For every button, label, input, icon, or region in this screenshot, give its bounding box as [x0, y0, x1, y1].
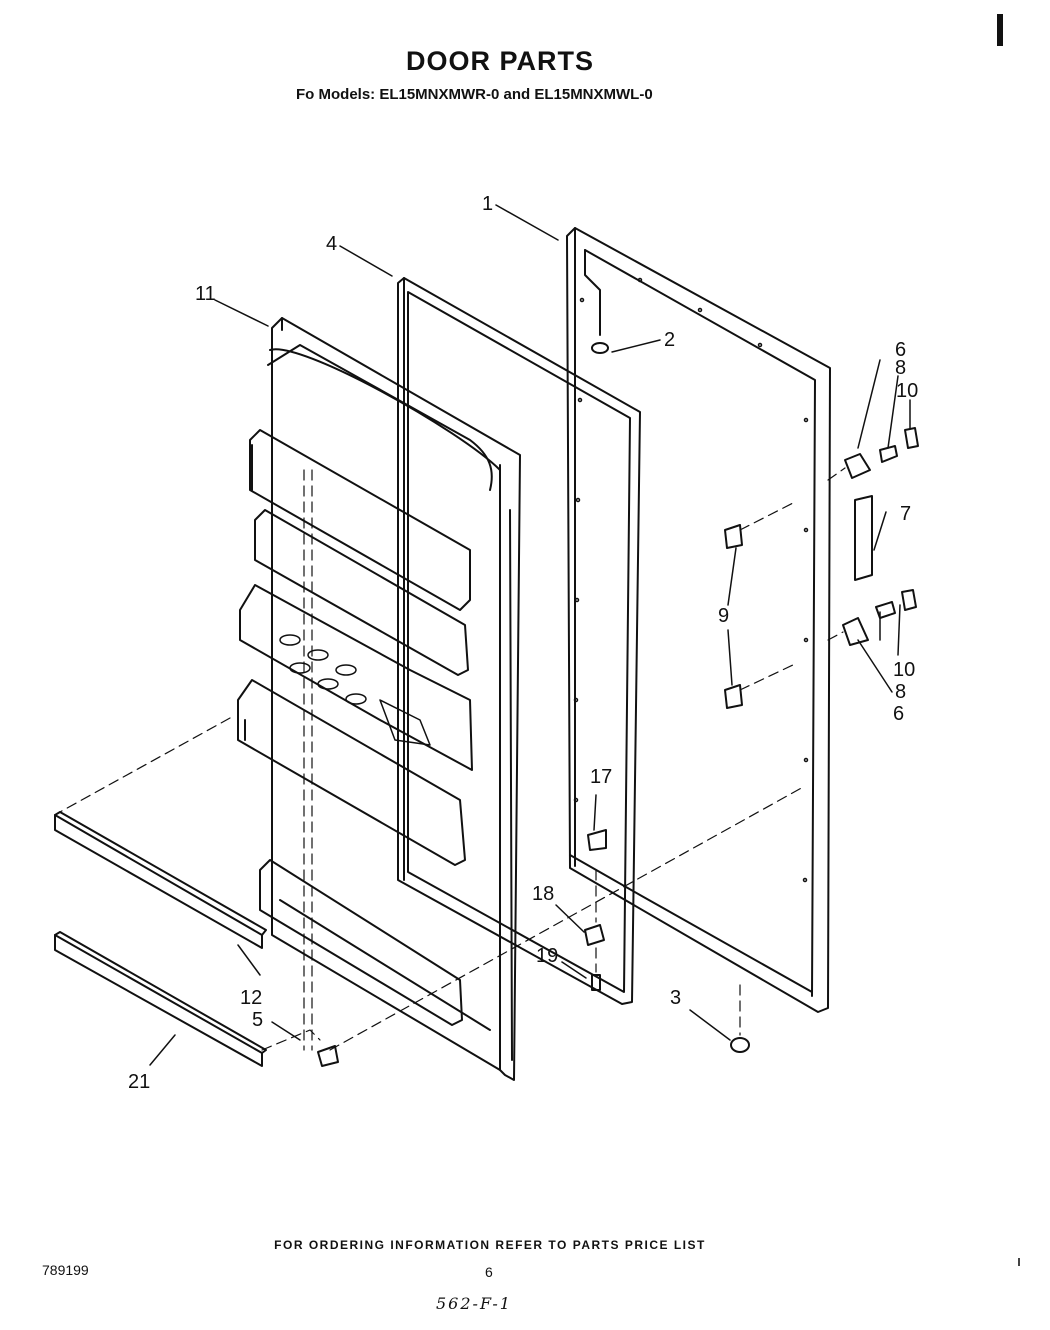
- callout-8-top: 8: [895, 357, 906, 379]
- callout-8-bottom: 8: [895, 681, 906, 703]
- page-number: 6: [485, 1264, 493, 1280]
- small-hardware: [317, 342, 750, 1067]
- callout-10-top: 10: [896, 380, 918, 402]
- callout-7: 7: [900, 503, 911, 525]
- hinge-pin-7: [854, 495, 873, 581]
- callout-21: 21: [128, 1071, 150, 1093]
- callout-9: 9: [718, 605, 729, 627]
- leader-lines: [149, 204, 911, 1066]
- hinge-plates-9: [724, 524, 743, 709]
- page-title: DOOR PARTS: [405, 46, 594, 76]
- alignment-lines: [59, 467, 846, 1051]
- callout-17: 17: [590, 766, 612, 788]
- document-number: 789199: [42, 1262, 89, 1278]
- ordering-footer: FOR ORDERING INFORMATION REFER TO PARTS …: [274, 1238, 706, 1252]
- handwritten-note: 562-F-1: [436, 1294, 512, 1313]
- callout-3: 3: [670, 987, 681, 1009]
- callout-5: 5: [252, 1009, 263, 1031]
- model-subtitle: Fo Models: EL15MNXMWR-0 and EL15MNXMWL-0: [296, 86, 653, 103]
- lower-hinge-assembly: [842, 589, 917, 646]
- callout-4: 4: [326, 233, 337, 255]
- callout-2: 2: [664, 329, 675, 351]
- shelf-bar-21: [54, 931, 267, 1067]
- upper-hinge-assembly: [844, 427, 919, 479]
- edge-registration-mark: [997, 14, 1003, 46]
- callout-19: 19: [536, 945, 558, 967]
- callout-18: 18: [532, 883, 554, 905]
- callout-11: 11: [195, 283, 216, 305]
- shelf-bar-12: [54, 811, 267, 949]
- callout-labels: 1 2 3 4 5 6 6 7 8 8 9 10 10 11 12 17 18 …: [128, 193, 918, 1093]
- edge-tick-mark: [1018, 1258, 1020, 1266]
- inner-door-liner: [237, 317, 521, 1081]
- callout-6-bottom: 6: [893, 703, 904, 725]
- callout-12: 12: [240, 987, 262, 1009]
- outer-door-panel: [566, 227, 831, 1013]
- callout-1: 1: [482, 193, 493, 215]
- callout-6-top: 6: [895, 339, 906, 361]
- callout-10-bottom: 10: [893, 659, 915, 681]
